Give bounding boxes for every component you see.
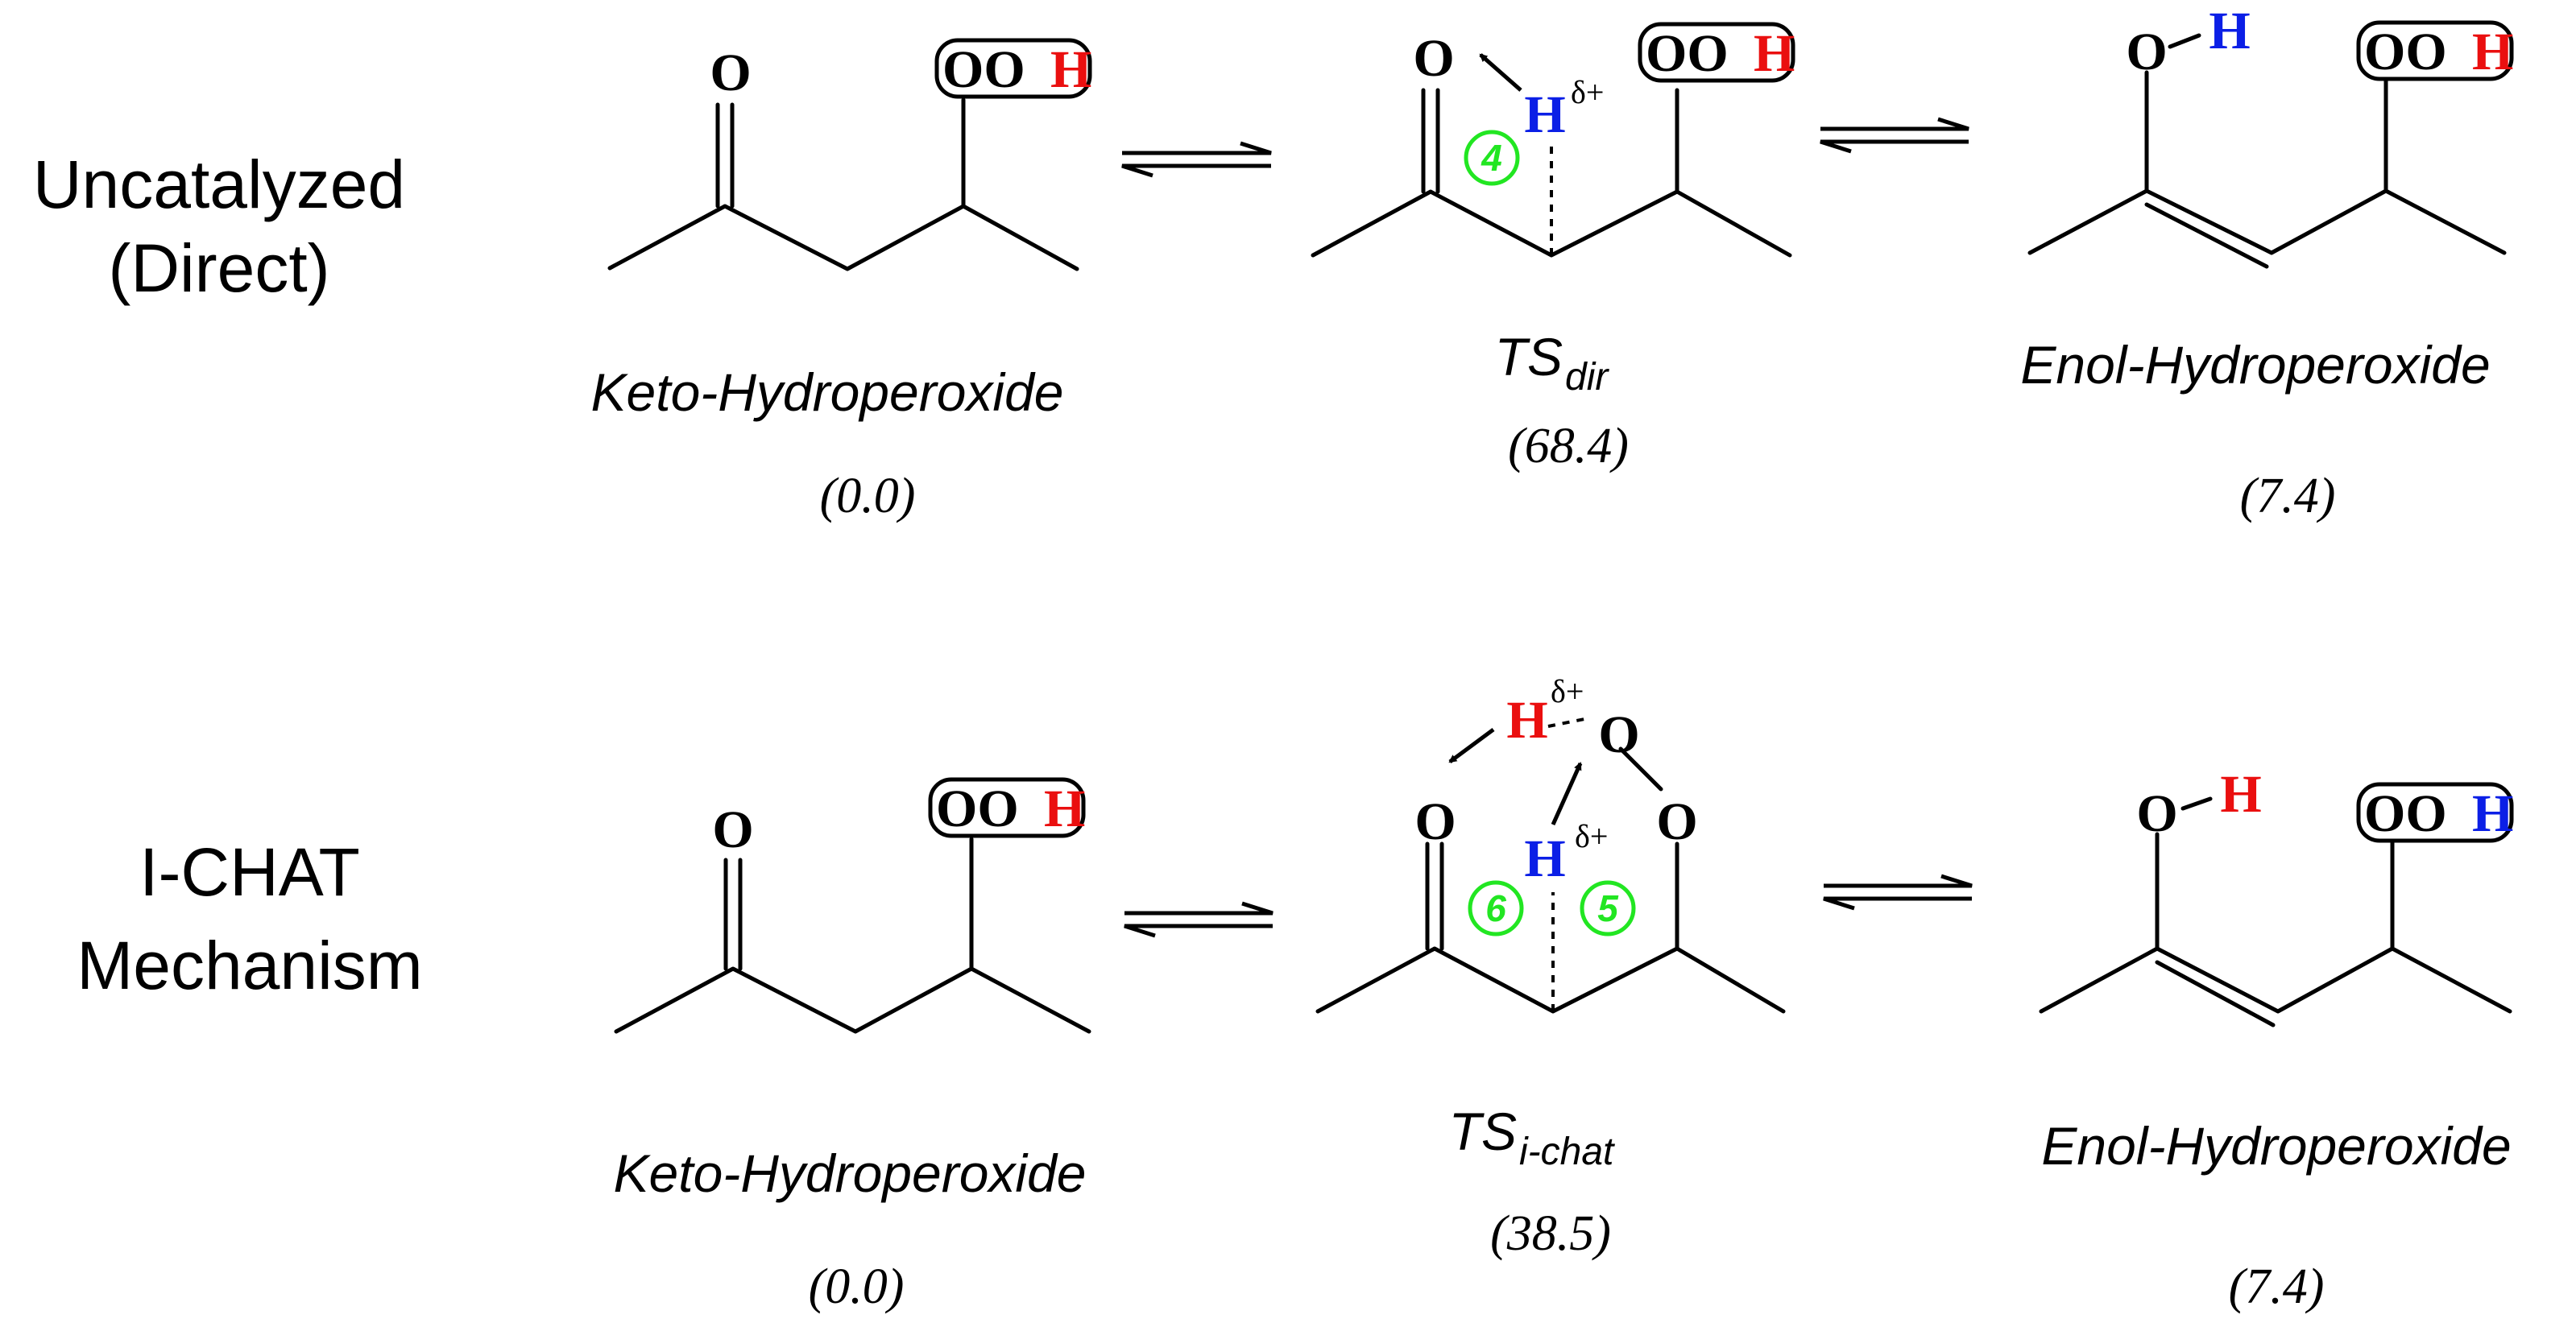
row-label-line1: Uncatalyzed	[33, 147, 405, 222]
delta-plus-charge: δ+	[1551, 673, 1584, 709]
equilibrium-arrow	[1823, 874, 1973, 911]
hydroperoxide-box	[928, 777, 1086, 838]
ts-carbonyl-oxygen: O	[1413, 29, 1454, 88]
product-hydroperoxide-oo: OO	[2364, 23, 2447, 81]
product-energy: (7.4)	[2229, 1259, 2325, 1314]
transferring-hydrogen-red: H	[1506, 691, 1547, 750]
ts-hydroperoxide-h: H	[1754, 24, 1795, 83]
hydroperoxide-box	[934, 38, 1092, 99]
hydroperoxide-h: H	[1050, 40, 1091, 99]
product-hydroperoxide-box	[2356, 782, 2514, 843]
peroxide-oxygen-upper: O	[1598, 705, 1639, 764]
enol-hydroperoxide-structure: O H OO H	[2039, 765, 2514, 1027]
ts-name-main: TS	[1495, 327, 1563, 387]
row-label-line2: (Direct)	[108, 230, 329, 306]
reactant-energy: (0.0)	[820, 469, 916, 523]
ts-name-sub: dir	[1565, 356, 1609, 399]
carbonyl-oxygen: O	[712, 800, 753, 859]
product-energy: (7.4)	[2240, 469, 2336, 523]
product-name: Enol-Hydroperoxide	[2041, 1116, 2511, 1176]
ts-hydroperoxide-oo: OO	[1646, 24, 1729, 83]
reactant-name: Keto-Hydroperoxide	[614, 1143, 1087, 1203]
ts-name-main: TS	[1449, 1102, 1517, 1161]
ts-i-chat-structure: H δ+ O O O H δ+ 6 5	[1315, 673, 1786, 1014]
equilibrium-arrow	[1124, 901, 1274, 938]
reactant-name: Keto-Hydroperoxide	[591, 362, 1064, 422]
hydroperoxide-oo: OO	[942, 40, 1025, 99]
equilibrium-arrow	[1121, 141, 1272, 178]
ts-name-sub: i-chat	[1519, 1131, 1615, 1173]
enol-hydrogen: H	[2220, 765, 2261, 824]
ring-size-6: 6	[1485, 887, 1506, 929]
peroxide-oxygen-lower: O	[1656, 792, 1697, 851]
hydroperoxide-oo: OO	[936, 779, 1019, 838]
ring-size-4: 4	[1481, 137, 1502, 179]
row-label-line2: Mechanism	[77, 928, 422, 1003]
delta-plus-charge: δ+	[1571, 74, 1604, 110]
ring-size-circle	[1464, 130, 1520, 186]
enol-oxygen: O	[2136, 784, 2177, 843]
ts-hydroperoxide-box	[1638, 22, 1795, 83]
ts-energy: (68.4)	[1508, 419, 1629, 473]
ts-direct-structure: O H δ+ 4 OO H	[1311, 22, 1795, 258]
enol-oxygen: O	[2126, 23, 2167, 81]
enol-hydrogen: H	[2209, 2, 2250, 60]
transferring-hydrogen-blue: H	[1524, 829, 1565, 888]
ts-carbonyl-oxygen: O	[1414, 792, 1456, 851]
transferring-hydrogen: H	[1524, 85, 1565, 144]
product-hydroperoxide-oo: OO	[2364, 784, 2447, 843]
ring-size-circle	[1580, 880, 1636, 936]
enol-hydroperoxide-structure: O H OO H	[2027, 2, 2514, 269]
product-hydroperoxide-h: H	[2472, 784, 2513, 843]
row-i-chat: I-CHAT Mechanism O OO H Keto-Hydroperoxi…	[77, 673, 2514, 1314]
hydroperoxide-h: H	[1044, 779, 1085, 838]
reactant-energy: (0.0)	[809, 1259, 905, 1314]
product-hydroperoxide-h: H	[2472, 23, 2513, 81]
row-label-line1: I-CHAT	[139, 834, 360, 910]
row-uncatalyzed: Uncatalyzed (Direct) O OO H Keto-Hydrope…	[33, 2, 2514, 523]
equilibrium-arrow	[1820, 117, 1969, 154]
ts-energy: (38.5)	[1490, 1206, 1611, 1261]
ring-size-5: 5	[1597, 887, 1619, 929]
product-hydroperoxide-box	[2356, 20, 2514, 81]
ring-size-circle	[1468, 880, 1524, 936]
keto-hydroperoxide-structure: O OO H	[607, 38, 1092, 271]
delta-plus-charge: δ+	[1575, 818, 1608, 854]
product-name: Enol-Hydroperoxide	[2020, 335, 2490, 395]
keto-hydroperoxide-structure: O OO H	[614, 777, 1091, 1034]
carbonyl-oxygen: O	[710, 43, 751, 102]
